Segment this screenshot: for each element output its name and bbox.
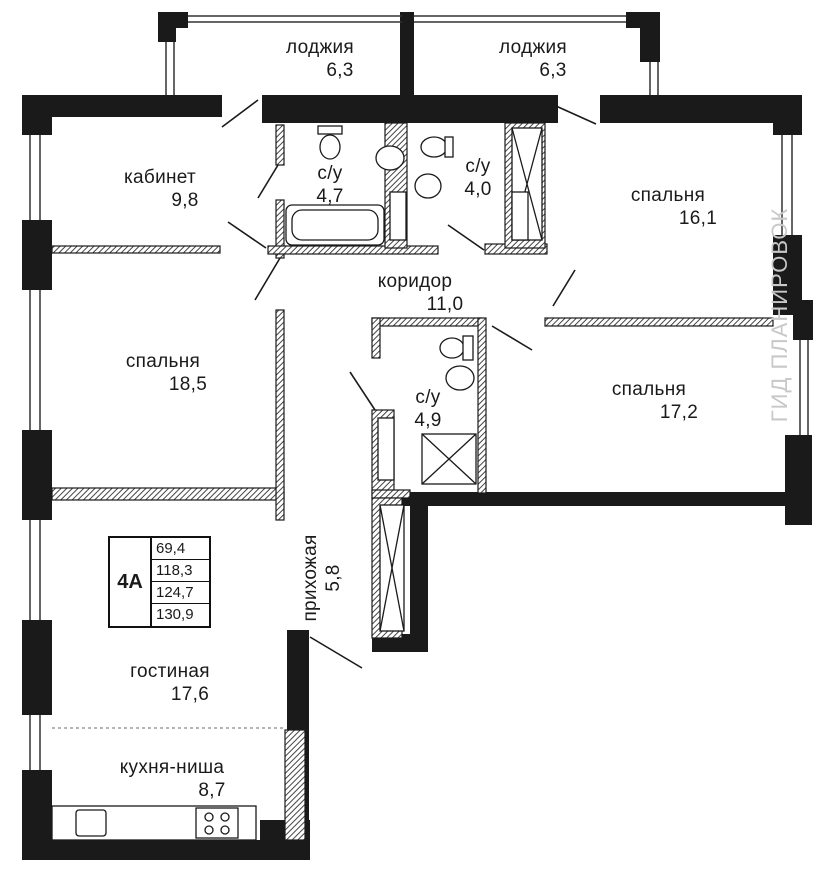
room-name: кабинет xyxy=(123,167,197,188)
room-name: коридор xyxy=(377,271,453,292)
interior-partitions xyxy=(51,122,774,841)
room-name: лоджия xyxy=(499,37,567,58)
room-study: кабинет 9,8 xyxy=(100,166,220,212)
room-bedroom-w: спальня 18,5 xyxy=(98,350,228,396)
apartment-summary-box: 4А 69,4 118,3 124,7 130,9 xyxy=(108,536,211,628)
watermark-text: ГИД ПЛАНИРОВОК xyxy=(767,207,792,423)
room-area: 4,9 xyxy=(414,410,442,431)
room-area: 9,8 xyxy=(171,190,199,211)
room-area: 4,0 xyxy=(464,179,492,200)
room-area: 18,5 xyxy=(168,374,208,395)
outer-walls xyxy=(22,12,813,860)
room-area: 16,1 xyxy=(678,208,718,229)
room-name: кухня-ниша xyxy=(119,757,225,778)
room-bath-2: с/у 4,0 xyxy=(448,155,508,201)
room-bath-3: с/у 4,9 xyxy=(398,386,458,432)
room-area: 6,3 xyxy=(326,60,354,81)
room-area: 6,3 xyxy=(539,60,567,81)
apartment-type-code: 4А xyxy=(117,571,143,593)
area-value: 118,3 xyxy=(152,560,211,582)
area-values: 69,4 118,3 124,7 130,9 xyxy=(150,538,211,626)
room-kitchen: кухня-ниша 8,7 xyxy=(92,756,252,802)
room-name: гостиная xyxy=(130,661,210,682)
room-name: спальня xyxy=(630,185,706,206)
room-area: 5,8 xyxy=(323,564,344,592)
room-area: 11,0 xyxy=(426,294,464,315)
room-name: спальня xyxy=(125,351,201,372)
room-bedroom-e: спальня 17,2 xyxy=(584,378,714,424)
room-bath-1: с/у 4,7 xyxy=(300,162,360,208)
kitchen-counter xyxy=(51,727,285,841)
room-hallway: прихожая 5,8 xyxy=(299,478,345,678)
area-value: 124,7 xyxy=(152,582,211,604)
room-name: спальня xyxy=(611,379,687,400)
door-swings xyxy=(221,99,597,669)
room-loggia-left: лоджия 6,3 xyxy=(255,36,385,82)
room-name: лоджия xyxy=(286,37,354,58)
room-area: 8,7 xyxy=(198,780,226,801)
room-loggia-right: лоджия 6,3 xyxy=(468,36,598,82)
room-name: с/у xyxy=(415,387,441,408)
room-corridor: коридор 11,0 xyxy=(350,270,480,316)
area-value: 69,4 xyxy=(152,538,211,560)
room-name: с/у xyxy=(465,156,491,177)
room-bedroom-ne: спальня 16,1 xyxy=(608,184,728,230)
room-area: 17,2 xyxy=(659,402,699,423)
windows xyxy=(29,15,809,770)
room-area: 17,6 xyxy=(170,684,210,705)
room-area: 4,7 xyxy=(316,186,344,207)
room-living: гостиная 17,6 xyxy=(100,660,240,706)
area-value: 130,9 xyxy=(156,606,194,623)
room-name: прихожая xyxy=(300,534,321,622)
plumbing-fixtures xyxy=(285,125,543,632)
room-name: с/у xyxy=(317,163,343,184)
